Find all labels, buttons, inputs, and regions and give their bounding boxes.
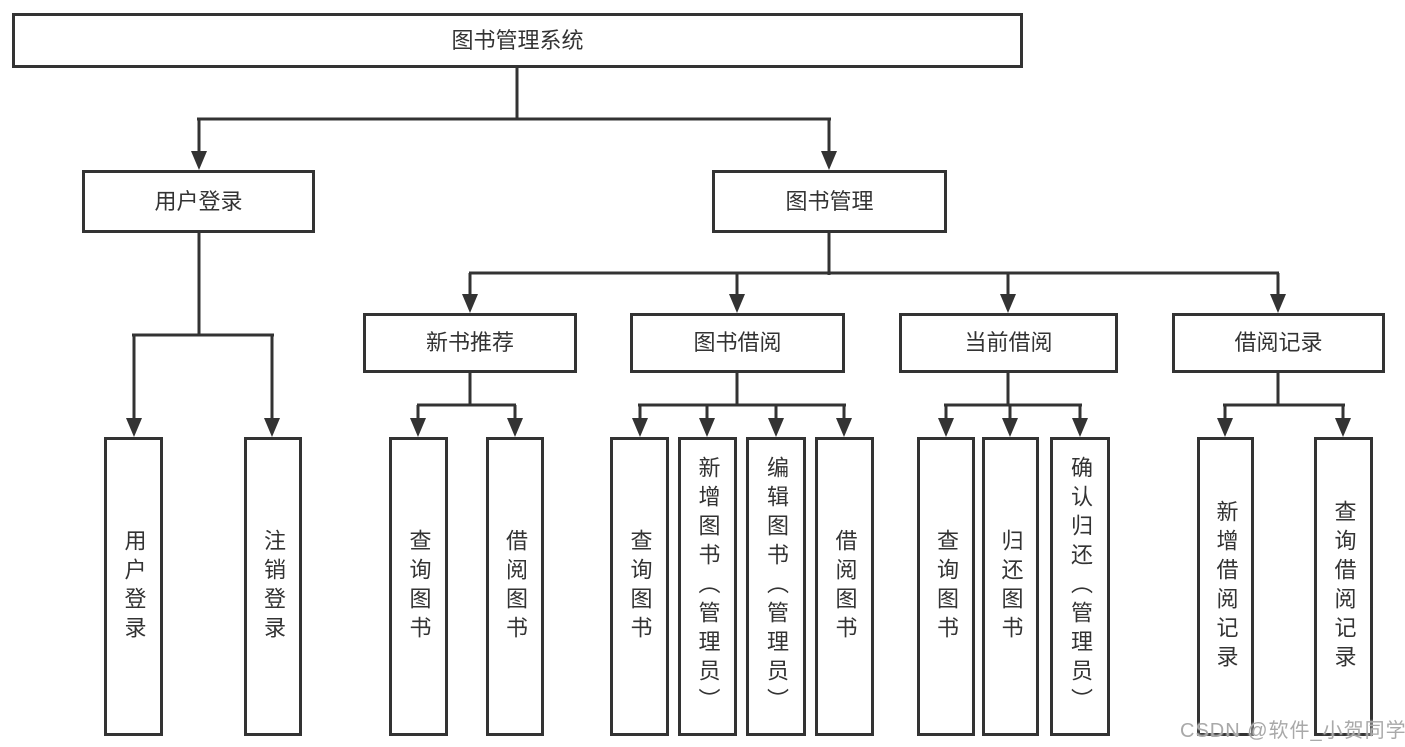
leaf-borrow-add-books-admin-label: 新增图书（管理员） xyxy=(695,456,721,717)
arrowheads xyxy=(126,151,1351,437)
leaf-current-return-books-label: 归还图书 xyxy=(998,528,1024,645)
node-new-book-recommend-label: 新书推荐 xyxy=(425,330,514,355)
leaf-borrow-edit-books-admin: 编辑图书（管理员） xyxy=(746,437,806,736)
node-book-borrow-label: 图书借阅 xyxy=(693,330,782,355)
leaf-record-query-borrow-record: 查询借阅记录 xyxy=(1314,437,1373,736)
leaf-current-query-books: 查询图书 xyxy=(917,437,975,736)
leaf-borrow-borrow-books: 借阅图书 xyxy=(815,437,874,736)
node-new-book-recommend: 新书推荐 xyxy=(363,313,577,373)
leaf-recommend-query-books: 查询图书 xyxy=(389,437,448,736)
leaf-borrow-borrow-books-label: 借阅图书 xyxy=(832,528,858,645)
node-book-borrow: 图书借阅 xyxy=(630,313,845,373)
leaf-record-query-borrow-record-label: 查询借阅记录 xyxy=(1331,499,1357,674)
leaf-recommend-query-books-label: 查询图书 xyxy=(406,528,432,645)
leaf-user-login: 用户登录 xyxy=(104,437,163,736)
node-current-borrow-label: 当前借阅 xyxy=(964,330,1053,355)
leaf-recommend-borrow-books-label: 借阅图书 xyxy=(503,528,528,645)
node-root: 图书管理系统 xyxy=(12,13,1023,68)
node-root-label: 图书管理系统 xyxy=(451,27,584,53)
leaf-current-query-books-label: 查询图书 xyxy=(934,528,959,645)
node-user-login-label: 用户登录 xyxy=(154,188,243,214)
leaf-borrow-edit-books-admin-label: 编辑图书（管理员） xyxy=(764,456,789,717)
leaf-current-return-books: 归还图书 xyxy=(982,437,1039,736)
leaf-user-login-label: 用户登录 xyxy=(121,528,147,645)
leaf-borrow-query-books: 查询图书 xyxy=(610,437,669,736)
leaf-logout-label: 注销登录 xyxy=(261,528,286,645)
node-borrow-record: 借阅记录 xyxy=(1172,313,1385,373)
node-book-management: 图书管理 xyxy=(712,170,947,233)
node-book-management-label: 图书管理 xyxy=(785,188,874,214)
leaf-borrow-add-books-admin: 新增图书（管理员） xyxy=(678,437,737,736)
leaf-logout: 注销登录 xyxy=(244,437,302,736)
leaf-current-confirm-return-admin: 确认归还（管理员） xyxy=(1050,437,1110,736)
leaf-current-confirm-return-admin-label: 确认归还（管理员） xyxy=(1068,456,1093,717)
leaf-recommend-borrow-books: 借阅图书 xyxy=(486,437,544,736)
node-user-login: 用户登录 xyxy=(82,170,315,233)
leaf-record-add-borrow-record: 新增借阅记录 xyxy=(1197,437,1254,736)
leaf-borrow-query-books-label: 查询图书 xyxy=(627,528,653,645)
node-borrow-record-label: 借阅记录 xyxy=(1234,330,1323,355)
node-current-borrow: 当前借阅 xyxy=(899,313,1118,373)
csdn-watermark: CSDN @软件_小贺同学 xyxy=(1180,720,1405,742)
leaf-record-add-borrow-record-label: 新增借阅记录 xyxy=(1213,499,1239,674)
